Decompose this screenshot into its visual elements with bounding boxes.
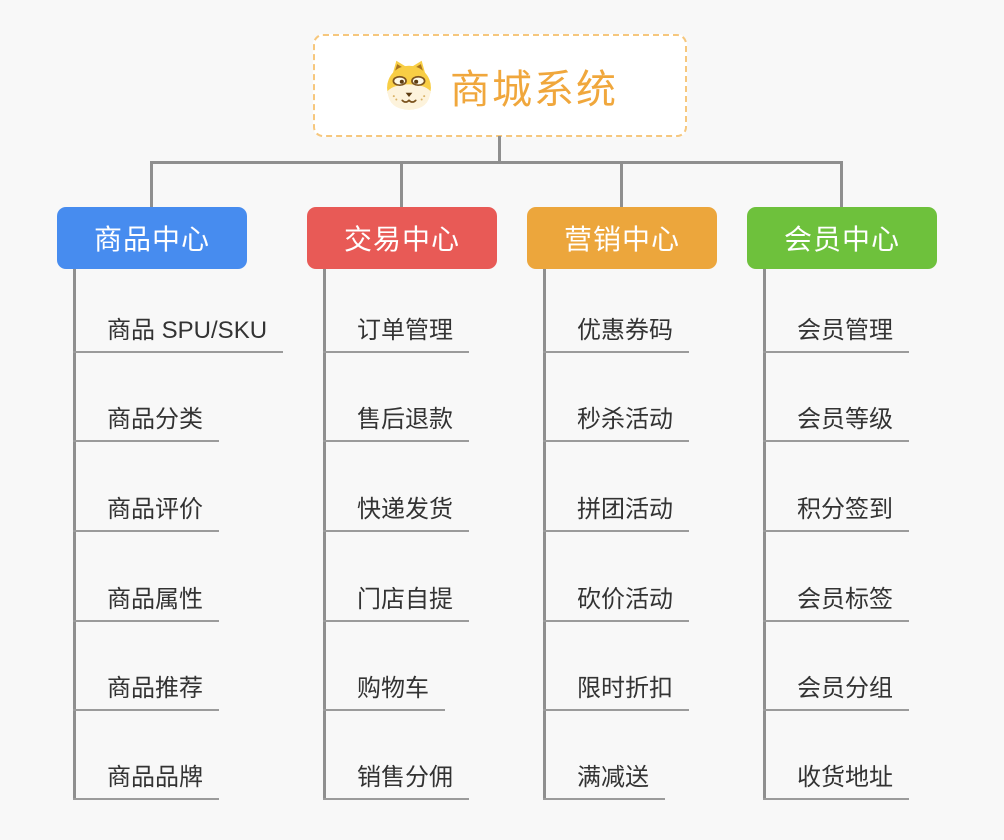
leaf-node[interactable]: 满减送: [543, 766, 665, 800]
branch-node-trade[interactable]: 交易中心: [307, 207, 497, 269]
leaf-node[interactable]: 快递发货: [323, 498, 469, 532]
dog-face-icon: [382, 59, 436, 113]
branch-label: 营销中心: [563, 224, 680, 255]
branch-node-marketing[interactable]: 营销中心: [527, 207, 717, 269]
drop-connector-marketing: [620, 161, 623, 207]
leaf-node[interactable]: 商品品牌: [73, 766, 219, 800]
leaf-node[interactable]: 商品分类: [73, 408, 219, 442]
leaf-node[interactable]: 积分签到: [763, 498, 909, 532]
branch-label: 商品中心: [93, 224, 210, 255]
branch-trunk-member: 会员管理 会员等级 积分签到 会员标签 会员分组 收货地址: [763, 269, 1004, 800]
branch-node-member[interactable]: 会员中心: [747, 207, 937, 269]
leaf-node[interactable]: 订单管理: [323, 319, 469, 353]
root-stem-connector: [498, 136, 501, 163]
leaf-node[interactable]: 会员管理: [763, 319, 909, 353]
branch-label: 会员中心: [783, 224, 900, 255]
leaf-node[interactable]: 购物车: [323, 677, 445, 711]
leaf-node[interactable]: 砍价活动: [543, 588, 689, 622]
leaf-node[interactable]: 秒杀活动: [543, 408, 689, 442]
branch-node-product[interactable]: 商品中心: [57, 207, 247, 269]
branch-trunk-product: 商品 SPU/SKU 商品分类 商品评价 商品属性 商品推荐 商品品牌: [73, 269, 326, 800]
drop-connector-product: [150, 161, 153, 207]
root-node[interactable]: 商城系统: [313, 34, 687, 137]
leaf-node[interactable]: 会员等级: [763, 408, 909, 442]
leaf-node[interactable]: 优惠券码: [543, 319, 689, 353]
branch-trunk-marketing: 优惠券码 秒杀活动 拼团活动 砍价活动 限时折扣 满减送: [543, 269, 796, 800]
branch-trunk-trade: 订单管理 售后退款 快递发货 门店自提 购物车 销售分佣: [323, 269, 576, 800]
drop-connector-member: [840, 161, 843, 207]
leaf-node[interactable]: 收货地址: [763, 766, 909, 800]
leaf-node[interactable]: 会员标签: [763, 588, 909, 622]
leaf-node[interactable]: 售后退款: [323, 408, 469, 442]
leaf-node[interactable]: 商品推荐: [73, 677, 219, 711]
leaf-node[interactable]: 拼团活动: [543, 498, 689, 532]
leaf-node[interactable]: 商品属性: [73, 588, 219, 622]
drop-connector-trade: [400, 161, 403, 207]
leaf-node[interactable]: 门店自提: [323, 588, 469, 622]
leaf-node[interactable]: 会员分组: [763, 677, 909, 711]
leaf-node[interactable]: 商品评价: [73, 498, 219, 532]
leaf-node[interactable]: 商品 SPU/SKU: [73, 319, 284, 353]
root-title: 商城系统: [450, 67, 618, 112]
branch-label: 交易中心: [343, 224, 460, 255]
horizontal-connector: [150, 161, 843, 164]
leaf-node[interactable]: 限时折扣: [543, 677, 689, 711]
leaf-node[interactable]: 销售分佣: [323, 766, 469, 800]
